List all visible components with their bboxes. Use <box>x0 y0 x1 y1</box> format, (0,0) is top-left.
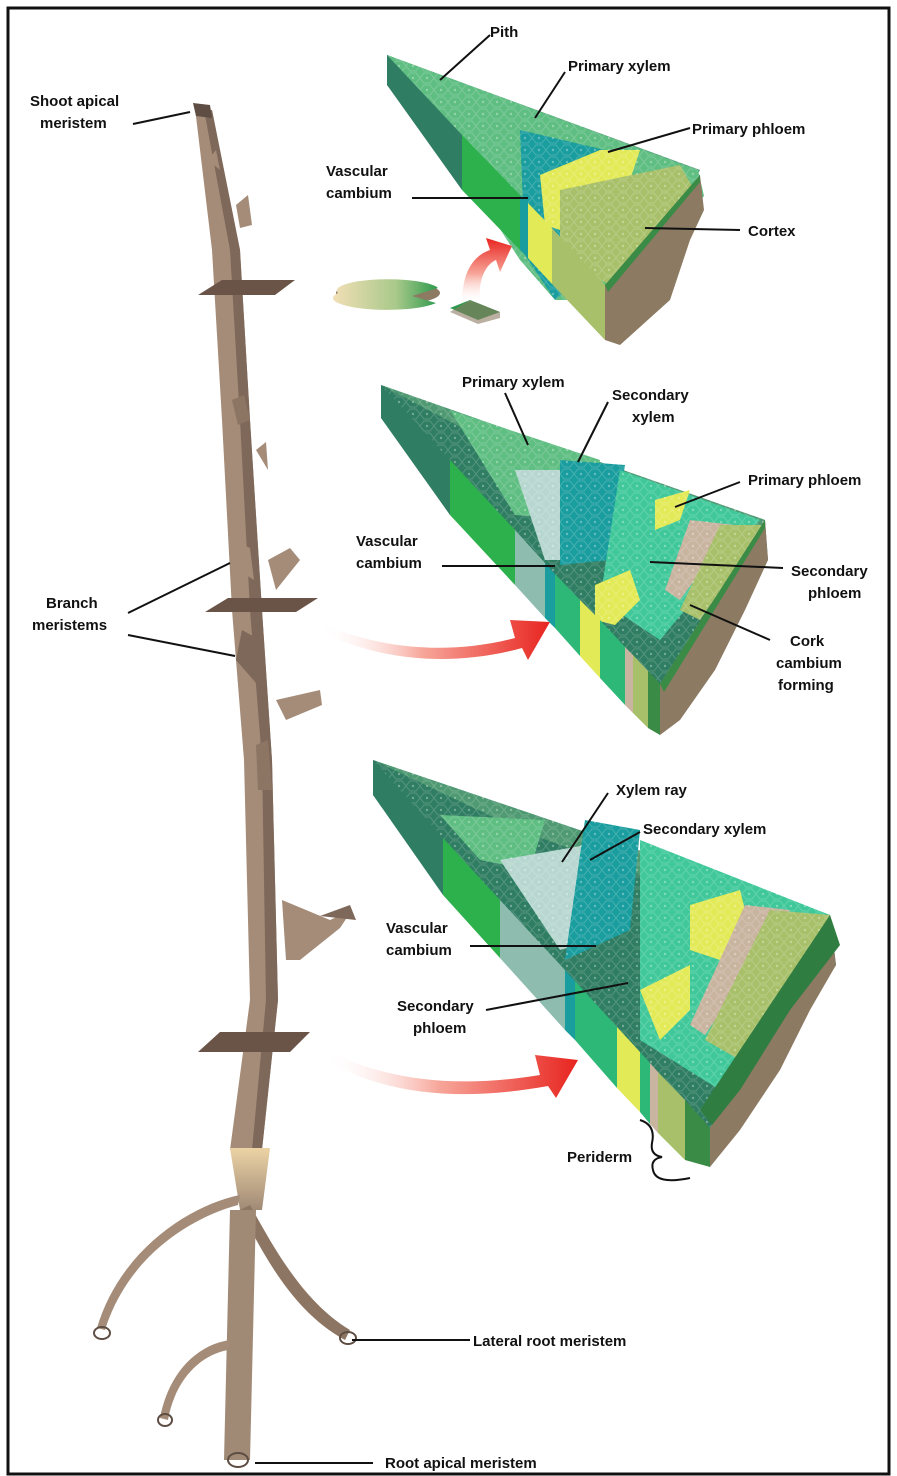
label-pith: Pith <box>490 24 518 41</box>
label-s2-secondary-xylem-2: xylem <box>632 409 675 426</box>
label-s3-secondary-xylem: Secondary xylem <box>643 821 766 838</box>
cut-plane-2 <box>205 598 318 612</box>
label-s3-vascular-2: cambium <box>386 942 452 959</box>
label-s3-secondary-phloem-1: Secondary <box>397 998 474 1015</box>
label-s2-vascular-2: cambium <box>356 555 422 572</box>
label-s2-vascular-1: Vascular <box>356 533 418 550</box>
label-periderm: Periderm <box>567 1149 632 1166</box>
label-branch-1: Branch <box>46 595 98 612</box>
label-root-apical: Root apical meristem <box>385 1455 537 1472</box>
label-s3-vascular-1: Vascular <box>386 920 448 937</box>
label-s2-secondary-phloem-1: Secondary <box>791 563 868 580</box>
label-s2-primary-xylem: Primary xylem <box>462 374 565 391</box>
plant-stem <box>94 103 356 1467</box>
label-cork-1: Cork <box>790 633 825 650</box>
label-s1-vascular-2: cambium <box>326 185 392 202</box>
label-cork-3: forming <box>778 677 834 694</box>
label-s2-secondary-phloem-2: phloem <box>808 585 861 602</box>
label-s3-secondary-phloem-2: phloem <box>413 1020 466 1037</box>
cut-plane-1 <box>198 280 295 295</box>
label-lateral-root: Lateral root meristem <box>473 1333 626 1350</box>
label-cork-2: cambium <box>776 655 842 672</box>
label-xylem-ray: Xylem ray <box>616 782 688 799</box>
label-shoot-apical-1: Shoot apical <box>30 93 119 110</box>
label-shoot-apical-2: meristem <box>40 115 107 132</box>
label-s1-vascular-1: Vascular <box>326 163 388 180</box>
label-branch-2: meristems <box>32 617 107 634</box>
cut-plane-3 <box>198 1032 310 1052</box>
label-s1-primary-phloem: Primary phloem <box>692 121 805 138</box>
label-s2-primary-phloem: Primary phloem <box>748 472 861 489</box>
label-s1-primary-xylem: Primary xylem <box>568 58 671 75</box>
label-cortex: Cortex <box>748 223 796 240</box>
label-s2-secondary-xylem-1: Secondary <box>612 387 689 404</box>
